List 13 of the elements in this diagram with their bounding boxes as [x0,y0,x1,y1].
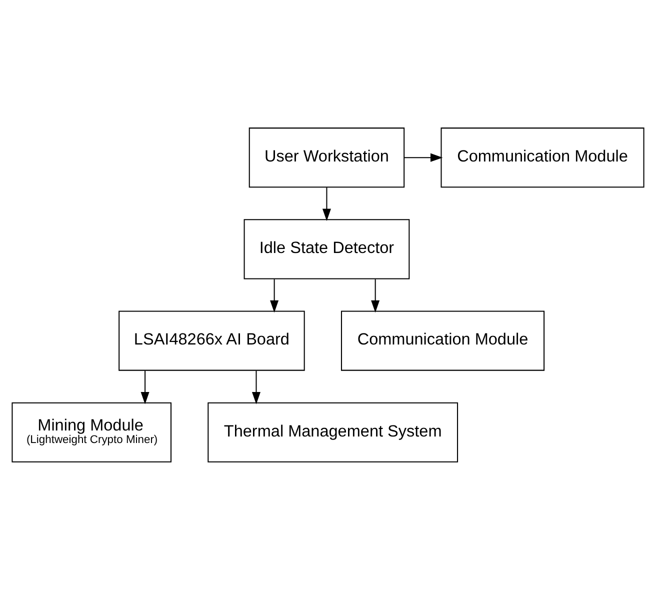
arrow [252,370,261,404]
arrow [404,153,443,162]
node-box: Idle State Detector [244,219,410,280]
node-box: Communication Module [340,310,545,371]
arrow [371,279,380,313]
node-box: Thermal Management System [208,402,458,462]
node-box: Communication Module [440,128,644,188]
node-box: User Workstation [248,128,405,188]
node-box: Mining Module (Lightweight Crypto Miner) [12,402,172,462]
arrow [140,370,150,404]
arrow [270,279,279,313]
arrow [322,188,331,221]
node-box: LSAI48266x AI Board [118,310,305,371]
